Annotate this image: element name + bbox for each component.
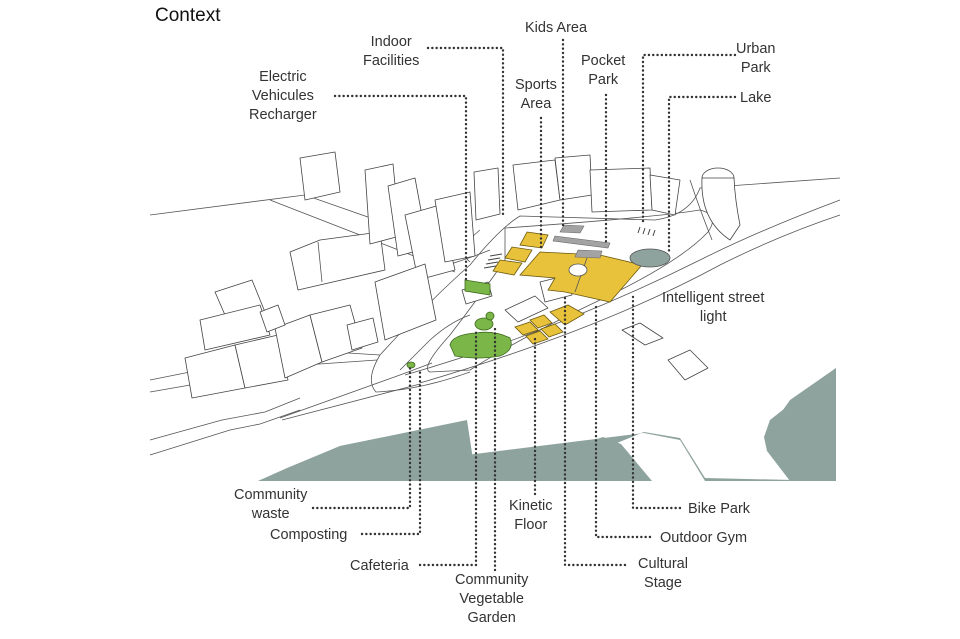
label-cultural-stage: Cultural Stage	[638, 556, 688, 591]
kinetic-floor-tile-2	[525, 330, 549, 345]
leader-cultural-stage	[563, 292, 627, 567]
label-composting: Composting	[270, 527, 348, 543]
community-vegetable-garden	[449, 331, 512, 359]
kinetic-floor-tile-3	[529, 314, 553, 329]
label-kids-area: Kids Area	[525, 20, 588, 36]
label-community-vegetable-garden: Community Vegetable Garden	[455, 572, 529, 626]
leader-indoor-facilities	[426, 46, 505, 217]
label-cafeteria: Cafeteria	[350, 558, 409, 574]
label-outdoor-gym: Outdoor Gym	[660, 530, 748, 546]
composting-bin	[406, 361, 416, 369]
leader-ev-recharger	[333, 94, 468, 282]
water-east	[764, 368, 836, 481]
cultural-stage-plaza	[519, 251, 643, 303]
page-title: Context	[155, 5, 221, 26]
water-bodies	[258, 368, 836, 481]
leader-bike-park	[631, 295, 682, 510]
label-urban-park: Urban Park	[736, 41, 776, 76]
leader-composting	[360, 368, 422, 536]
leader-lines	[311, 38, 737, 572]
label-pocket-park: Pocket Park	[581, 53, 626, 88]
leader-lake	[667, 95, 737, 255]
kids-area-court	[519, 231, 549, 249]
label-bike-park: Bike Park	[688, 501, 751, 517]
sports-area-court-2	[492, 259, 523, 276]
kinetic-floor-tile-1	[514, 321, 539, 336]
indoor-facilities-green-roof	[464, 279, 491, 296]
label-indoor-facilities: Indoor Facilities	[363, 34, 420, 69]
water-south-main	[258, 420, 652, 481]
label-ev-recharger: Electric Vehicules Recharger	[249, 69, 317, 123]
label-kinetic-floor: Kinetic Floor	[509, 498, 553, 533]
pocket-park-paving	[559, 224, 585, 234]
leader-outdoor-gym	[594, 302, 652, 539]
kinetic-floor-tile-4	[540, 323, 564, 338]
label-lake: Lake	[740, 90, 772, 106]
label-intelligent-street-light: Intelligent street light	[662, 290, 765, 325]
buildings	[184, 151, 741, 399]
program-areas	[406, 224, 671, 369]
sports-area-court-1	[504, 246, 533, 263]
leader-community-waste	[311, 366, 412, 510]
outdoor-gym-area	[549, 304, 585, 326]
leader-cafeteria	[418, 330, 478, 567]
leader-urban-park	[641, 53, 737, 227]
label-community-waste: Community waste	[234, 487, 308, 522]
lake	[629, 248, 671, 268]
label-sports-area: Sports Area	[515, 77, 557, 112]
